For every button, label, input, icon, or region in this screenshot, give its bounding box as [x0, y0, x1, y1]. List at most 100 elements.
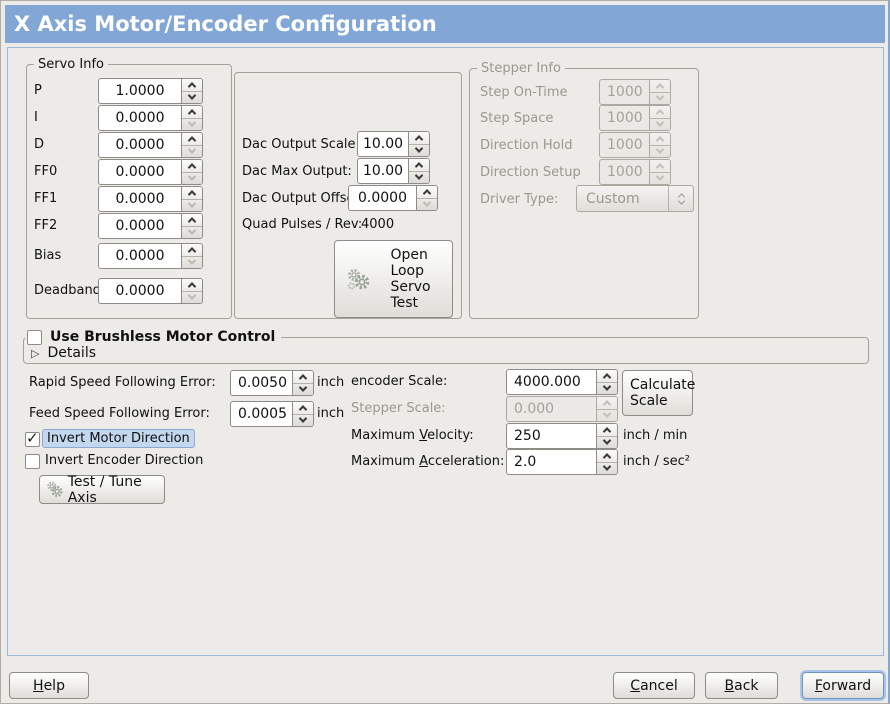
direction-hold-label: Direction Hold — [480, 138, 573, 153]
spin-up-button[interactable] — [293, 371, 313, 384]
spin-down-button[interactable] — [293, 383, 313, 396]
test-tune-axis-button[interactable]: Test / Tune Axis — [39, 473, 165, 506]
back-button[interactable]: Back — [705, 672, 778, 699]
test-tune-axis-label: Test / Tune Axis — [67, 473, 142, 506]
spin-down-button[interactable] — [409, 144, 429, 157]
spin-up-button[interactable] — [182, 79, 202, 92]
spin-buttons — [181, 279, 202, 303]
help-label: Help — [33, 677, 65, 694]
spin-up-button[interactable] — [182, 279, 202, 292]
dac-max-output-spinbox[interactable]: 10.00 — [357, 158, 430, 184]
max-acceleration-spinbox[interactable]: 2.0 — [506, 449, 618, 475]
p-spinbox[interactable]: 1.0000 — [98, 78, 203, 104]
spin-down-button[interactable] — [182, 291, 202, 304]
calculate-scale-label: Calculate Scale — [630, 377, 696, 409]
content-panel — [7, 47, 884, 656]
spin-up-button[interactable] — [182, 106, 202, 119]
d-spinbox[interactable]: 0.0000 — [98, 132, 203, 158]
rapid-following-error-spinbox[interactable]: 0.0050 — [230, 370, 314, 396]
spin-up-button[interactable] — [182, 160, 202, 173]
open-loop-button-label: Open Loop Servo Test — [390, 247, 431, 311]
use-brushless-checkbox[interactable] — [27, 329, 42, 345]
spin-down-button[interactable] — [597, 436, 617, 449]
spin-buttons — [596, 450, 617, 474]
spin-up-button[interactable] — [597, 450, 617, 463]
spin-buttons — [649, 160, 670, 184]
spin-down-button[interactable] — [182, 145, 202, 158]
max-velocity-label: Maximum Velocity: — [351, 428, 474, 443]
spin-buttons — [181, 187, 202, 211]
expander-arrow-icon: ▷ — [31, 346, 40, 360]
spin-up-button[interactable] — [182, 187, 202, 200]
p-label: P — [34, 83, 42, 98]
spin-value: 0.0000 — [115, 110, 165, 126]
cancel-button[interactable]: Cancel — [613, 672, 695, 699]
feed-unit-label: inch — [317, 406, 345, 421]
details-expander[interactable]: ▷ Details — [31, 345, 96, 361]
feed-following-error-spinbox[interactable]: 0.0005 — [230, 401, 314, 427]
calculate-scale-button[interactable]: Calculate Scale — [622, 370, 696, 416]
spin-buttons — [596, 370, 617, 394]
spin-down-button — [650, 92, 670, 105]
spin-down-button[interactable] — [182, 172, 202, 185]
forward-button[interactable]: Forward — [802, 672, 884, 699]
spin-value: 0.0000 — [115, 137, 165, 153]
gears-icon — [47, 481, 63, 497]
spin-up-button[interactable] — [409, 159, 429, 172]
spin-down-button[interactable] — [597, 462, 617, 475]
ff2-spinbox[interactable]: 0.0000 — [98, 213, 203, 239]
dac-output-offset-spinbox[interactable]: 0.0000 — [348, 185, 438, 211]
quad-pulses-value: 4000 — [361, 217, 395, 232]
open-loop-servo-test-button[interactable]: Open Loop Servo Test — [334, 240, 453, 318]
dac-output-scale-spinbox[interactable]: 10.00 — [357, 131, 430, 157]
driver-type-select: Custom — [576, 185, 694, 212]
spin-down-button[interactable] — [409, 171, 429, 184]
invert-encoder-direction-checkbox[interactable] — [25, 454, 40, 469]
spin-down-button[interactable] — [293, 414, 313, 427]
spin-down-button[interactable] — [182, 226, 202, 239]
dac-max-output-label: Dac Max Output: — [242, 164, 352, 179]
spin-down-button[interactable] — [182, 91, 202, 104]
encoder-scale-label: encoder Scale: — [351, 374, 448, 389]
spin-buttons — [292, 371, 313, 395]
spin-buttons — [181, 106, 202, 130]
encoder-scale-spinbox[interactable]: 4000.000 — [506, 369, 618, 395]
spin-up-button[interactable] — [182, 133, 202, 146]
spin-value: 0.000 — [514, 401, 555, 417]
bias-spinbox[interactable]: 0.0000 — [98, 243, 203, 269]
spin-down-button — [650, 172, 670, 185]
spin-buttons — [181, 79, 202, 103]
ff1-label: FF1 — [34, 191, 58, 206]
invert-motor-direction-checkbox[interactable]: ✓ — [25, 429, 40, 447]
spin-up-button[interactable] — [293, 402, 313, 415]
spin-up-button[interactable] — [182, 244, 202, 257]
spin-up-button[interactable] — [182, 214, 202, 227]
spin-up-button[interactable] — [597, 424, 617, 437]
deadband-spinbox[interactable]: 0.0000 — [98, 278, 203, 304]
acceleration-unit-label: inch / sec² — [623, 454, 691, 469]
spin-value: 0.0005 — [238, 406, 287, 422]
invert-motor-direction-label[interactable]: Invert Motor Direction — [42, 429, 195, 448]
spin-up-button — [650, 106, 670, 119]
step-space-spinbox: 1000 — [599, 105, 671, 131]
spin-up-button[interactable] — [409, 132, 429, 145]
help-button[interactable]: Help — [9, 672, 89, 699]
spin-value: 0.0000 — [115, 248, 165, 264]
stepper-info-frame-label: Stepper Info — [477, 61, 565, 76]
spin-down-button[interactable] — [182, 118, 202, 131]
i-spinbox[interactable]: 0.0000 — [98, 105, 203, 131]
brushless-frame — [23, 337, 869, 364]
max-velocity-spinbox[interactable]: 250 — [506, 423, 618, 449]
step-space-label: Step Space — [480, 111, 554, 126]
page-title: X Axis Motor/Encoder Configuration — [5, 5, 885, 43]
ff1-spinbox[interactable]: 0.0000 — [98, 186, 203, 212]
spin-up-button[interactable] — [417, 186, 437, 199]
spin-up-button[interactable] — [597, 370, 617, 383]
spin-up-button — [650, 80, 670, 93]
spin-down-button[interactable] — [417, 198, 437, 211]
spin-down-button[interactable] — [182, 256, 202, 269]
spin-down-button[interactable] — [182, 199, 202, 212]
ff0-spinbox[interactable]: 0.0000 — [98, 159, 203, 185]
spin-buttons — [181, 160, 202, 184]
spin-down-button[interactable] — [597, 382, 617, 395]
